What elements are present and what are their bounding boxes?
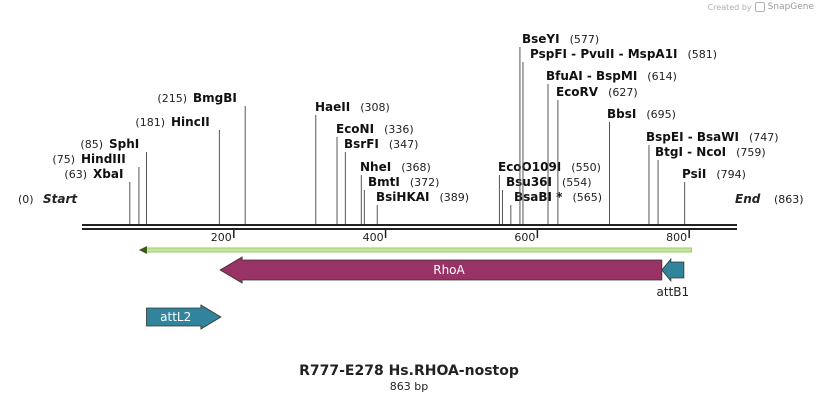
site-position: (550) (571, 161, 601, 174)
site-position: (63) (64, 168, 87, 181)
credit-app: SnapGene (767, 2, 814, 12)
map-title-block: R777-E278 Hs.RHOA-nostop 863 bp (0, 362, 818, 394)
site-bsu36i[interactable]: Bsu36I (554) (501, 175, 592, 224)
feature-arrow (146, 304, 222, 330)
site-xbai[interactable]: XbaI (63) (64, 167, 131, 224)
site-position: (565) (572, 191, 602, 204)
start-position: (0) (18, 193, 34, 206)
end-position: (863) (774, 193, 804, 206)
site-hindiii[interactable]: HindIII (75) (52, 152, 140, 224)
site-bfuai-bspmi[interactable]: BfuAI - BspMI (614) (546, 69, 677, 224)
orf-arrowhead (138, 246, 147, 254)
site-position: (759) (736, 146, 766, 159)
site-econi[interactable]: EcoNI (336) (336, 122, 414, 224)
restriction-sites: XbaI(63)HindIII(75)SphI(85)HincII(181)Bm… (52, 32, 779, 224)
site-label: BsrFI (344, 137, 379, 151)
site-position: (181) (135, 116, 165, 129)
site-sphi[interactable]: SphI (85) (80, 137, 148, 224)
site-bsrfi[interactable]: BsrFI (347) (344, 137, 418, 224)
snapgene-credit: Created by SnapGene (708, 2, 814, 12)
site-label: PspFI - PvuII - MspA1I (530, 47, 678, 61)
site-label: BspEI - BsaWI (646, 130, 739, 144)
feature-arrow (661, 257, 685, 283)
end-label: End (735, 192, 761, 206)
site-label: PsiI (682, 167, 706, 181)
site-ecorv[interactable]: EcoRV (627) (556, 85, 638, 224)
sequence-ends: (0) Start End (863) (18, 192, 804, 206)
site-position: (581) (688, 48, 718, 61)
site-label: HindIII (81, 152, 126, 166)
site-btgi-ncoi[interactable]: BtgI - NcoI (759) (655, 145, 766, 224)
site-pspfi-pvuii-mspa1i[interactable]: PspFI - PvuII - MspA1I (581) (522, 47, 718, 224)
site-position: (747) (749, 131, 779, 144)
orf-bar (144, 247, 692, 253)
site-label: Bsu36I (506, 175, 552, 189)
tick-label-200: 200 (211, 231, 232, 244)
site-label: HaeII (315, 100, 350, 114)
site-position: (85) (80, 138, 103, 151)
feature-label: attL2 (160, 310, 191, 324)
ruler-ticks: 200 400 600 800 (211, 229, 690, 244)
orf-arrow (138, 246, 692, 254)
site-label: BmtI (368, 175, 400, 189)
site-label: HincII (171, 115, 210, 129)
site-bsabi[interactable]: BsaBI * (565) (510, 190, 602, 224)
feature-rhoa[interactable]: RhoA (219, 256, 663, 284)
features: RhoA attB1 attL2 (146, 256, 690, 330)
site-label: EcoNI (336, 122, 374, 136)
site-position: (215) (157, 92, 187, 105)
site-bseyi[interactable]: BseYI (577) (519, 32, 600, 224)
site-psii[interactable]: PsiI (794) (682, 167, 746, 224)
credit-text: Created by (707, 2, 752, 12)
feature-attb1[interactable]: attB1 (657, 257, 690, 299)
sequence-map: XbaI(63)HindIII(75)SphI(85)HincII(181)Bm… (18, 32, 804, 330)
snapgene-logo-icon (754, 2, 765, 12)
site-position: (336) (384, 123, 414, 136)
feature-label: RhoA (433, 263, 465, 277)
site-bmgbi[interactable]: BmgBI (215) (157, 91, 246, 224)
site-label: BbsI (607, 107, 636, 121)
tick-label-800: 800 (666, 231, 687, 244)
start-label: Start (43, 192, 78, 206)
site-label: BtgI - NcoI (655, 145, 726, 159)
site-label: BsiHKAI (376, 190, 430, 204)
map-length: 863 bp (389, 380, 429, 393)
site-position: (389) (440, 191, 470, 204)
site-position: (554) (562, 176, 592, 189)
site-nhei[interactable]: NheI (368) (360, 160, 431, 224)
site-position: (794) (716, 168, 746, 181)
site-position: (695) (646, 108, 676, 121)
site-label: EcoRV (556, 85, 599, 99)
site-label: XbaI (93, 167, 123, 181)
tick-label-400: 400 (363, 231, 384, 244)
site-position: (347) (389, 138, 419, 151)
site-label: BmgBI (193, 91, 237, 105)
backbone (82, 224, 737, 230)
site-bspei-bsawi[interactable]: BspEI - BsaWI (747) (646, 130, 779, 224)
site-position: (614) (647, 70, 677, 83)
site-hincii[interactable]: HincII (181) (135, 115, 220, 224)
site-position: (627) (608, 86, 638, 99)
feature-label: attB1 (657, 285, 690, 299)
site-label: EcoO109I (498, 160, 561, 174)
site-bmti[interactable]: BmtI (372) (363, 175, 440, 224)
site-ecoo109i[interactable]: EcoO109I (550) (498, 160, 601, 224)
site-position: (577) (570, 33, 600, 46)
map-title: R777-E278 Hs.RHOA-nostop (299, 363, 519, 379)
site-haeii[interactable]: HaeII (308) (315, 100, 390, 224)
site-bbsi[interactable]: BbsI (695) (607, 107, 676, 224)
site-label: SphI (109, 137, 139, 151)
site-label: BseYI (522, 32, 560, 46)
feature-attl2[interactable]: attL2 (146, 304, 222, 330)
site-label: BsaBI * (514, 190, 563, 204)
site-label: BfuAI - BspMI (546, 69, 637, 83)
site-bsihkai[interactable]: BsiHKAI (389) (376, 190, 469, 224)
site-position: (368) (401, 161, 431, 174)
site-position: (75) (52, 153, 75, 166)
site-position: (308) (360, 101, 390, 114)
site-position: (372) (410, 176, 440, 189)
site-label: NheI (360, 160, 391, 174)
tick-label-600: 600 (514, 231, 535, 244)
